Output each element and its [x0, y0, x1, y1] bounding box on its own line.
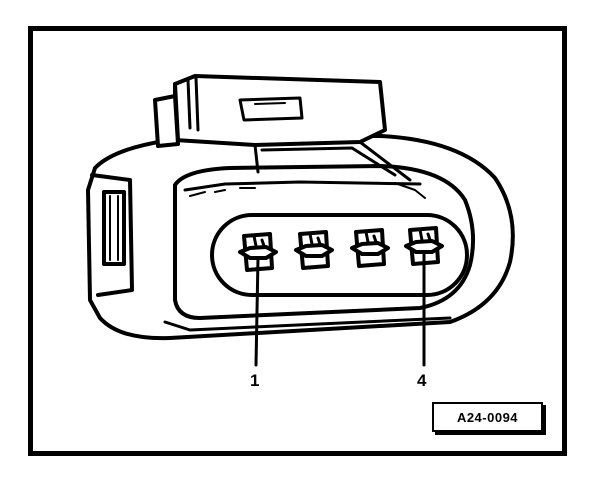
reference-code-box: A24-0094	[432, 402, 543, 432]
pin-4	[404, 226, 444, 266]
reference-code: A24-0094	[456, 409, 519, 425]
callout-1: 1	[250, 371, 260, 390]
pin-2	[294, 230, 334, 270]
callout-4: 4	[417, 371, 427, 390]
leader-line-1	[254, 256, 260, 367]
locking-tab	[173, 74, 387, 147]
pin-insert	[210, 213, 469, 297]
side-latch	[90, 173, 134, 297]
pin-1	[238, 232, 278, 272]
pin-3	[350, 228, 390, 268]
